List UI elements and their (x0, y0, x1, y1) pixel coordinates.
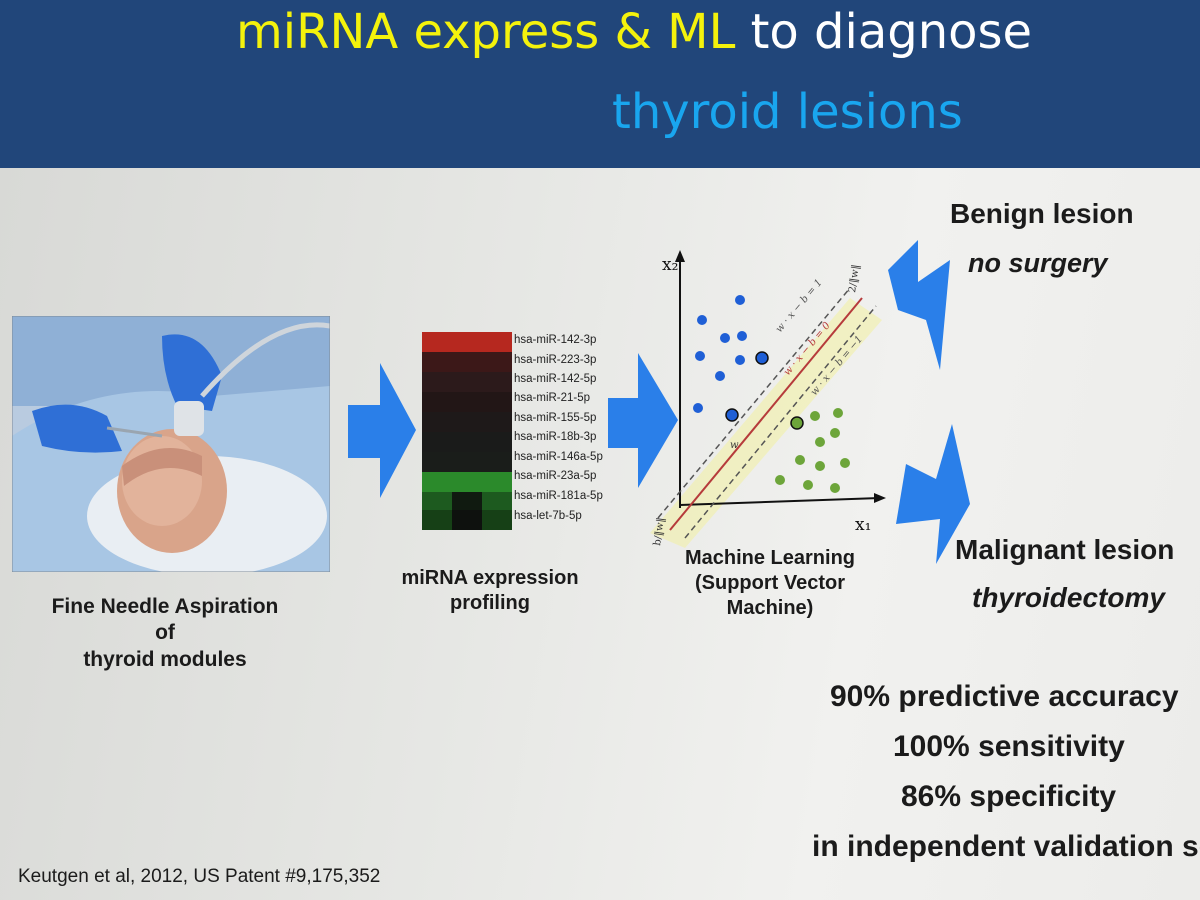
citation: Keutgen et al, 2012, US Patent #9,175,35… (18, 866, 381, 887)
ml-label-line3: Machine) (726, 597, 814, 619)
mirna-label: hsa-miR-223-3p (514, 354, 597, 366)
normal-vector-label: w (730, 440, 739, 451)
equation-top: w · x − b = 1 (774, 277, 825, 335)
svm-plot: x₂ x₁ w · x − b = 1 w · x − b = 0 w · x … (650, 250, 886, 548)
profiling-label-line1: miRNA expression (401, 567, 579, 589)
svm-margin-band (650, 298, 882, 548)
arrow-down-right-icon (896, 424, 970, 564)
specificity-stat: 86% specificity (901, 780, 1117, 813)
fna-label-line1: Fine Needle Aspiration of (51, 595, 279, 645)
title-highlight: miRNA express & ML (236, 4, 736, 60)
mirna-heatmap (422, 332, 512, 530)
offset-label: b/‖w‖ (652, 517, 667, 547)
accuracy-stat: 90% predictive accuracy (830, 680, 1179, 713)
mirna-label: hsa-miR-18b-3p (514, 431, 597, 443)
slide-body: Fine Needle Aspiration of thyroid module… (0, 168, 1200, 900)
lower-margin-line (684, 305, 877, 539)
mirna-label: hsa-miR-181a-5p (514, 490, 603, 502)
mirna-label: hsa-miR-23a-5p (514, 470, 597, 482)
fna-label: Fine Needle Aspiration of thyroid module… (40, 594, 290, 673)
sensitivity-stat: 100% sensitivity (893, 730, 1125, 763)
ml-label: Machine Learning (Support Vector Machine… (680, 546, 860, 621)
title-rest: to diagnose (735, 4, 1033, 60)
malignant-action: thyroidectomy (972, 582, 1165, 613)
benign-points (693, 295, 769, 422)
benign-label: Benign lesion (950, 198, 1134, 229)
y-axis-label: x₂ (662, 255, 678, 275)
x-axis-label: x₁ (855, 515, 871, 535)
arrow-up-right-icon (888, 240, 950, 370)
title-line-2: thyroid lesions (612, 84, 963, 140)
profiling-label: miRNA expression profiling (395, 566, 585, 616)
fna-procedure-photo (12, 316, 330, 572)
mirna-label: hsa-miR-155-5p (514, 412, 597, 424)
ml-label-line1: Machine Learning (684, 547, 856, 569)
title-line-1: miRNA express & ML to diagnose (236, 4, 1032, 60)
mirna-label: hsa-miR-142-3p (514, 334, 597, 346)
decision-boundary (669, 297, 863, 531)
mirna-label: hsa-miR-142-5p (514, 373, 597, 385)
fna-label-line2: thyroid modules (83, 647, 247, 671)
mirna-label: hsa-miR-146a-5p (514, 451, 603, 463)
mirna-label: hsa-let-7b-5p (514, 510, 582, 522)
profiling-label-line2: profiling (450, 592, 530, 614)
title-banner: miRNA express & ML to diagnose thyroid l… (0, 0, 1200, 168)
margin-width-label: 2/‖w‖ (847, 264, 862, 294)
benign-action: no surgery (968, 248, 1108, 278)
arrow-right-icon (608, 353, 678, 488)
mirna-label: hsa-miR-21-5p (514, 392, 591, 404)
arrow-right-icon (348, 363, 416, 498)
malignant-label: Malignant lesion (955, 534, 1175, 565)
ml-label-line2: (Support Vector (694, 572, 845, 594)
malignant-points (775, 408, 850, 493)
validation-stat: in independent validation set (812, 830, 1200, 863)
